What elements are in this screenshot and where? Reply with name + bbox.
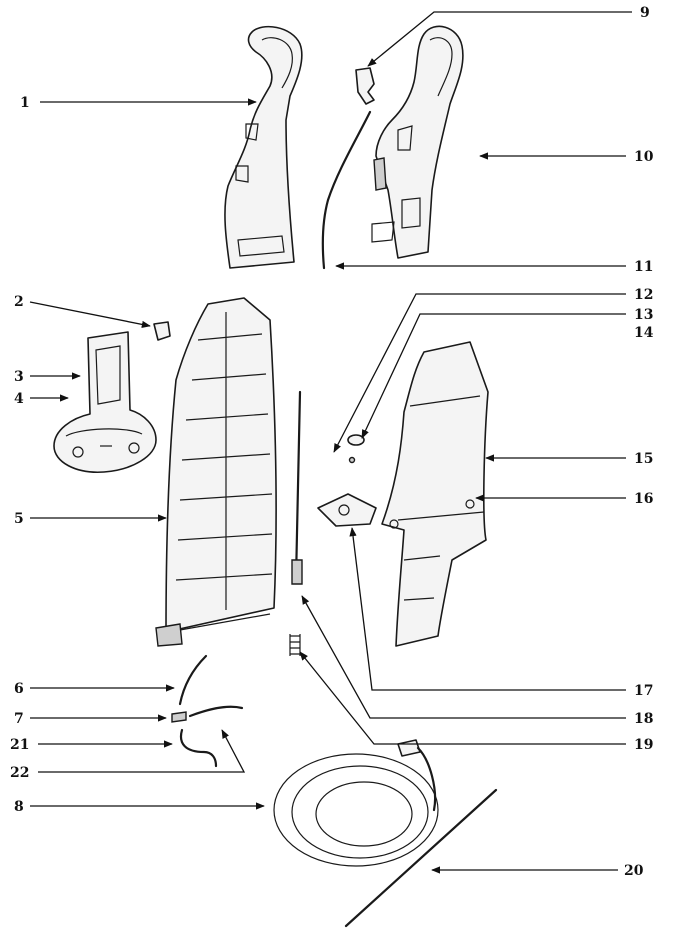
part-21-wire [179, 728, 218, 768]
callout-1: 1 [20, 95, 30, 111]
callout-18: 18 [634, 711, 653, 727]
part-5-main-housing [155, 297, 277, 647]
part-6-wire [178, 654, 208, 706]
part-17-plate [317, 493, 377, 527]
callout-9: 9 [640, 5, 650, 21]
callout-5: 5 [14, 511, 24, 527]
leader-lines [29, 11, 632, 874]
callout-15: 15 [634, 451, 653, 467]
callout-11: 11 [634, 259, 653, 275]
callout-7: 7 [14, 711, 24, 727]
part-19-spring [289, 634, 301, 656]
part-22-wire [188, 705, 244, 718]
callout-4: 4 [14, 391, 24, 407]
part-18-rod [291, 390, 303, 585]
callout-16: 16 [634, 491, 653, 507]
callout-21: 21 [10, 737, 29, 753]
callout-12: 12 [634, 287, 653, 303]
part-1-handle-front [224, 25, 303, 269]
part-14-rear-cover [381, 341, 489, 647]
part-13-washer [347, 434, 365, 446]
callout-3: 3 [14, 369, 24, 385]
callout-22: 22 [10, 765, 29, 781]
callout-6: 6 [14, 681, 24, 697]
part-8-power-cord [273, 739, 439, 867]
part-12-screw [348, 456, 356, 464]
callout-2: 2 [14, 294, 24, 310]
part-11-cord-guide [321, 110, 372, 270]
part-20-rod [344, 788, 498, 928]
part-10-handle-rear [371, 25, 464, 259]
callout-20: 20 [624, 863, 644, 879]
callout-13: 13 [634, 307, 653, 323]
callout-10: 10 [634, 149, 654, 165]
callout-14: 14 [634, 325, 654, 341]
part-2-switch [153, 321, 171, 341]
part-7-connector [171, 711, 187, 723]
callout-8: 8 [14, 799, 24, 815]
callout-19: 19 [634, 737, 653, 753]
part-9-clip [355, 67, 375, 105]
callout-17: 17 [634, 683, 653, 699]
part-3-bracket [53, 331, 157, 473]
